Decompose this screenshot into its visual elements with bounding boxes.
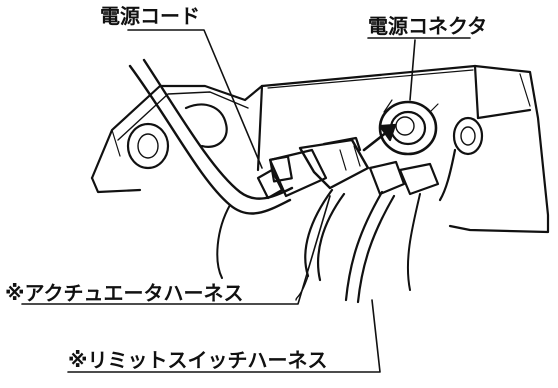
power-connector-socket [378, 99, 439, 156]
leader-lines [21, 29, 471, 373]
leader-actuator-harness [21, 195, 331, 305]
label-limit-switch-harness: ※リミットスイッチハーネス [68, 348, 328, 372]
label-power-cord: 電源コード [100, 4, 200, 28]
insertion-arrow [362, 123, 397, 152]
power-cord [128, 58, 294, 279]
device-housing [256, 64, 550, 234]
label-actuator-harness: ※アクチュエータハーネス [5, 281, 244, 305]
actuator-harness-cable [295, 188, 346, 301]
mounting-bracket [90, 84, 264, 194]
leader-limit-switch [67, 299, 381, 373]
plug-cluster [256, 136, 440, 200]
leader-power-connector [409, 39, 416, 101]
side-jack [438, 116, 484, 202]
limit-switch-harness-cable [344, 190, 421, 304]
label-power-connector: 電源コネクタ [368, 14, 488, 38]
leader-power-cord [127, 29, 263, 169]
